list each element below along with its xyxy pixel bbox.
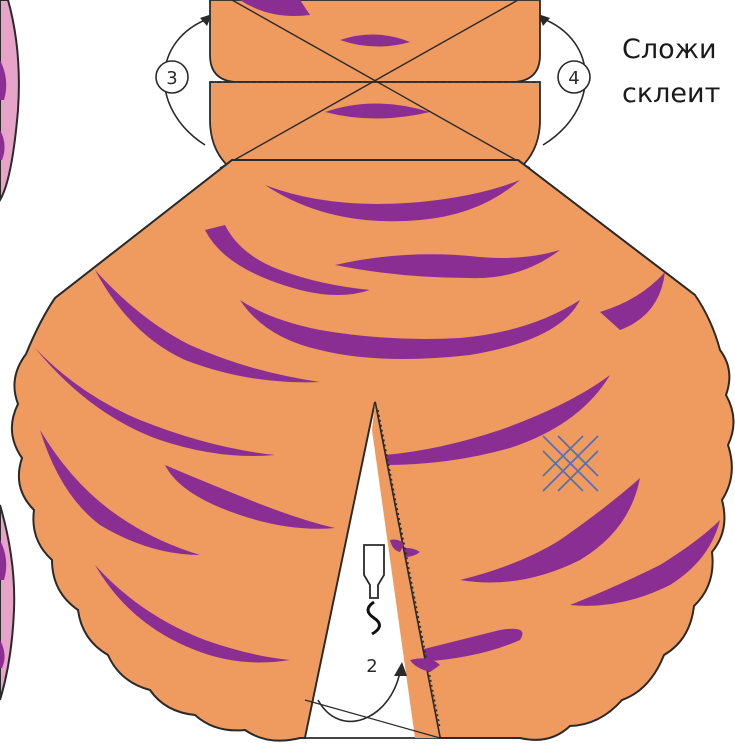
fold-arrow-3: 3 — [156, 14, 212, 145]
step-4-label: 4 — [568, 68, 579, 89]
instruction-line-2: склеит — [622, 80, 720, 107]
top-tab — [210, 0, 540, 82]
step-2-label: 2 — [366, 656, 377, 677]
instruction-line-1: Сложи — [622, 36, 717, 63]
left-side-panel-top — [0, 0, 19, 200]
step-3-label: 3 — [166, 68, 177, 89]
fold-arrow-4: 4 — [538, 14, 590, 145]
left-side-panel-bottom — [0, 505, 14, 700]
